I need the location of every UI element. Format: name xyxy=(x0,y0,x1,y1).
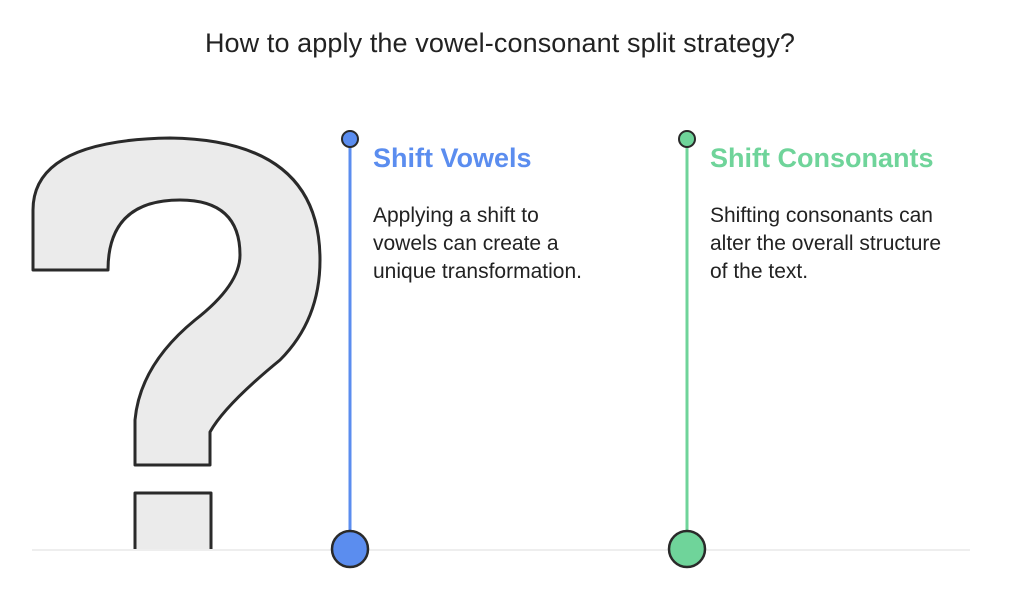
diagram-title: How to apply the vowel-consonant split s… xyxy=(204,28,796,58)
baseline xyxy=(32,549,970,551)
marker-shift-vowels xyxy=(330,130,370,569)
item-shift-consonants: Shift Consonants Shifting consonants can… xyxy=(710,140,1010,286)
marker-shift-consonants xyxy=(667,130,707,569)
marker-bottom-dot xyxy=(667,529,707,569)
item-heading: Shift Vowels xyxy=(373,143,532,173)
item-description: Shifting consonants can alter the overal… xyxy=(710,204,942,283)
item-description: Applying a shift to vowels can create a … xyxy=(373,204,582,283)
marker-top-dot xyxy=(341,130,359,148)
marker-bottom-dot xyxy=(330,529,370,569)
marker-top-dot xyxy=(678,130,696,148)
question-mark-hook xyxy=(31,136,322,467)
question-mark-dot xyxy=(133,491,213,549)
item-shift-vowels: Shift Vowels Applying a shift to vowels … xyxy=(373,140,663,286)
item-heading: Shift Consonants xyxy=(710,143,934,173)
